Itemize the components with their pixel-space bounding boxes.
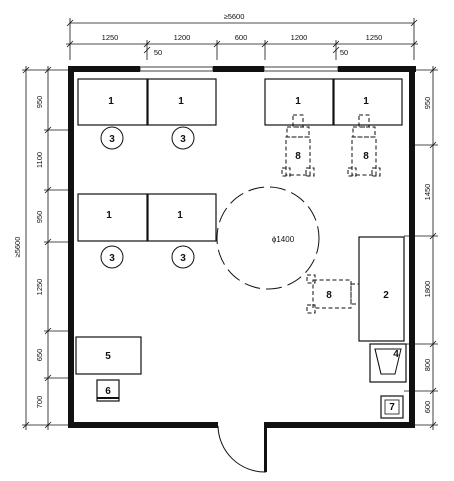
left-dimensions <box>22 66 70 430</box>
right-dim-label: 1450 <box>423 184 432 201</box>
left-dim-label: 1250 <box>35 279 44 296</box>
bin <box>380 395 404 419</box>
circle-diameter-label: ϕ1400 <box>272 235 295 244</box>
desks <box>77 78 403 242</box>
desk-label: 1 <box>177 210 183 221</box>
chair-label: 3 <box>180 253 186 264</box>
chair-label: 3 <box>180 134 186 145</box>
desk-label: 1 <box>108 96 114 107</box>
small-dim-label: 50 <box>340 48 348 57</box>
cabinet <box>358 236 405 342</box>
chair-label: 3 <box>109 253 115 264</box>
right-dim-label: 800 <box>423 359 432 372</box>
top-dim-label: 1200 <box>291 33 308 42</box>
overall-height-label: ≥5600 <box>13 237 22 258</box>
top-dimensions <box>66 18 418 60</box>
chairs <box>100 126 195 269</box>
chair-label: 3 <box>109 134 115 145</box>
windows <box>139 66 339 72</box>
desk-label: 1 <box>178 96 184 107</box>
top-dim-label: 600 <box>235 33 248 42</box>
top-dim-label: 1250 <box>102 33 119 42</box>
desk-label: 1 <box>106 210 112 221</box>
stool-label: 6 <box>105 386 111 397</box>
workstation-label: 8 <box>363 151 369 162</box>
walls <box>68 66 416 428</box>
top-dim-label: 1250 <box>366 33 383 42</box>
table <box>75 336 142 375</box>
left-dim-label: 1100 <box>35 152 44 168</box>
table-label: 5 <box>105 351 111 362</box>
workstation-label: 8 <box>326 290 332 301</box>
bin-label: 7 <box>389 402 395 413</box>
left-dim-label: 700 <box>35 396 44 409</box>
workstation-label: 8 <box>295 151 301 162</box>
cabinet-label: 2 <box>383 290 389 301</box>
sink-label: 4 <box>393 349 399 360</box>
stool <box>96 379 120 402</box>
door <box>217 425 267 473</box>
right-dim-label: 950 <box>423 97 432 110</box>
right-dim-label: 1800 <box>423 281 432 298</box>
turning-circle <box>216 186 320 290</box>
left-dim-label: 950 <box>35 96 44 109</box>
left-dim-label: 950 <box>35 211 44 224</box>
desk-label: 1 <box>363 96 369 107</box>
overall-width-label: ≥5600 <box>224 12 245 21</box>
right-dim-label: 600 <box>423 401 432 414</box>
left-dim-label: 650 <box>35 349 44 362</box>
small-dim-label: 50 <box>154 48 162 57</box>
desk-label: 1 <box>295 96 301 107</box>
top-dim-label: 1200 <box>174 33 191 42</box>
sink <box>369 343 407 383</box>
